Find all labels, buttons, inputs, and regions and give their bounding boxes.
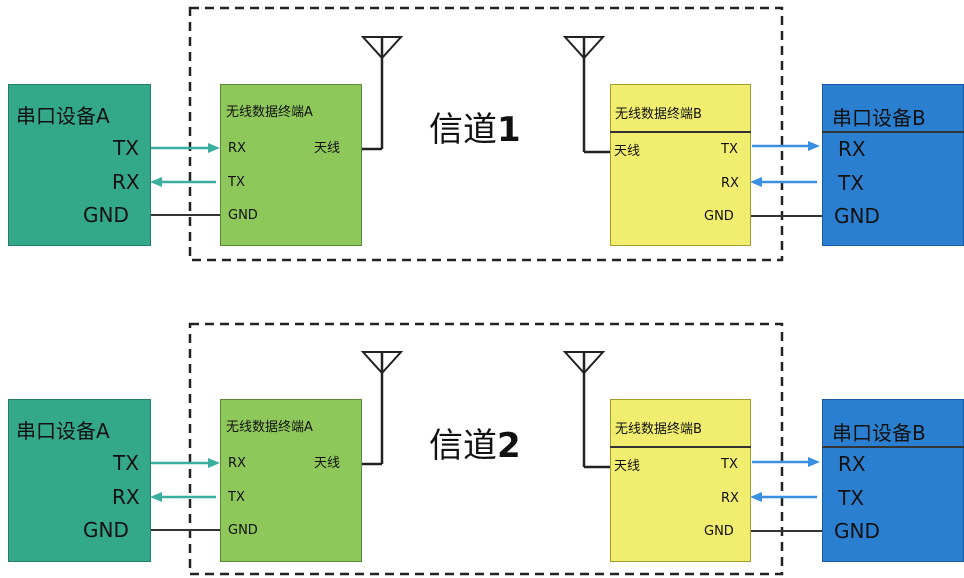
pin-label: TX <box>228 175 245 190</box>
antenna-label: 天线 <box>614 459 641 474</box>
device-title: 串口设备B <box>832 421 926 445</box>
channel-label: 信道1 <box>429 110 521 150</box>
wireless-terminal-b <box>610 399 751 562</box>
terminal-title: 无线数据终端A <box>226 105 313 120</box>
terminal-title: 无线数据终端B <box>615 422 702 437</box>
antenna-icon <box>360 351 404 466</box>
antenna-label: 天线 <box>314 456 341 471</box>
terminal-title: 无线数据终端B <box>615 107 702 122</box>
signal-arrow <box>151 458 220 468</box>
signal-arrow <box>752 457 820 467</box>
pin-label: RX <box>228 141 246 156</box>
pin-label: RX <box>112 170 140 194</box>
signal-arrow <box>151 143 220 153</box>
device-divider <box>822 446 964 448</box>
pin-label: GND <box>704 209 734 224</box>
pin-label: GND <box>834 204 880 228</box>
pin-label: GND <box>228 523 258 538</box>
terminal-divider <box>610 131 751 133</box>
antenna-label: 天线 <box>314 141 341 156</box>
antenna-label: 天线 <box>614 144 641 159</box>
pin-label: RX <box>721 176 739 191</box>
device-title: 串口设备A <box>16 419 110 443</box>
pin-label: GND <box>834 519 880 543</box>
serial-device-b <box>822 84 964 246</box>
pin-label: TX <box>228 490 245 505</box>
pin-label: RX <box>838 137 866 161</box>
pin-label: TX <box>838 171 864 195</box>
pin-label: GND <box>704 524 734 539</box>
pin-label: TX <box>838 486 864 510</box>
signal-arrow <box>750 177 817 187</box>
signal-arrow <box>150 492 216 502</box>
pin-label: TX <box>113 451 139 475</box>
serial-device-b <box>822 399 964 562</box>
terminal-divider <box>610 446 751 448</box>
antenna-icon <box>360 36 404 151</box>
device-title: 串口设备B <box>832 106 926 130</box>
device-divider <box>822 131 964 133</box>
antenna-icon <box>562 351 610 469</box>
pin-label: RX <box>838 452 866 476</box>
signal-arrow <box>150 177 216 187</box>
pin-label: GND <box>228 208 258 223</box>
terminal-title: 无线数据终端A <box>226 420 313 435</box>
signal-arrow <box>752 141 820 151</box>
device-title: 串口设备A <box>16 104 110 128</box>
pin-label: RX <box>721 491 739 506</box>
antenna-icon <box>562 36 610 154</box>
pin-label: GND <box>83 203 129 227</box>
serial-device-a <box>8 84 151 246</box>
pin-label: RX <box>228 456 246 471</box>
channel-label: 信道2 <box>429 426 521 466</box>
pin-label: GND <box>83 518 129 542</box>
pin-label: TX <box>721 142 738 157</box>
channel-frame <box>188 6 784 262</box>
pin-label: RX <box>112 485 140 509</box>
wireless-terminal-b <box>610 84 751 246</box>
pin-label: TX <box>721 457 738 472</box>
serial-device-a <box>8 399 151 562</box>
signal-arrow <box>750 492 817 502</box>
wireless-terminal-a <box>220 84 362 246</box>
wireless-terminal-a <box>220 399 362 562</box>
pin-label: TX <box>113 136 139 160</box>
